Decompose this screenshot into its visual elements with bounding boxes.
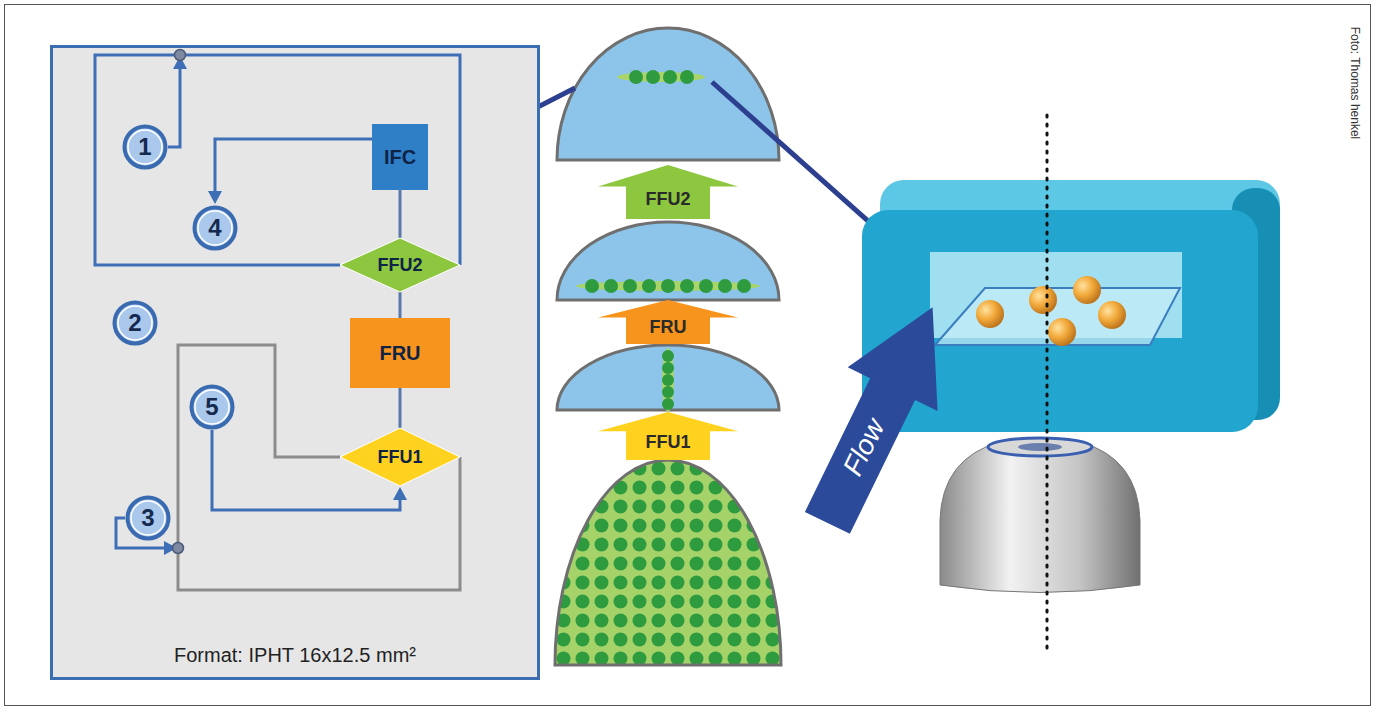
callout-number: 3	[125, 495, 171, 541]
process-box: IFC	[372, 124, 428, 190]
callout-number: 5	[189, 384, 235, 430]
shape-label: FFU1	[646, 432, 691, 453]
photo-credit: Foto: Thomas henkel	[1349, 18, 1365, 148]
photo-credit: Foto: Thomas henkel	[1348, 27, 1362, 140]
connector	[95, 50, 460, 266]
shape-label: IFC	[384, 146, 416, 169]
callout-number: 5	[205, 393, 218, 421]
callout-number: 2	[112, 300, 158, 346]
shape-outline	[782, 285, 977, 545]
microscope-objective	[940, 438, 1140, 593]
connector	[400, 190, 401, 238]
connector	[400, 388, 401, 428]
step-arrow: FRU	[598, 300, 738, 344]
callout-number: 1	[138, 133, 151, 161]
step-arrow: FFU1	[598, 412, 738, 460]
shape-label: FRU	[650, 317, 687, 338]
callout-number: 3	[141, 504, 154, 532]
connector	[400, 292, 401, 318]
step-arrow: FFU2	[598, 165, 738, 219]
flow-arrow: Flow	[782, 285, 977, 545]
shape-label: FFU2	[378, 255, 423, 276]
shape-label: FRU	[379, 342, 420, 365]
connector	[212, 430, 407, 510]
connector	[208, 139, 372, 204]
format-note: Format: IPHT 16x12.5 mm²	[174, 644, 416, 667]
particles	[976, 276, 1126, 346]
callout-number: 1	[122, 124, 168, 170]
decision-diamond: FFU1	[340, 428, 460, 486]
optical-axis	[1046, 115, 1049, 648]
process-box: FRU	[350, 318, 450, 388]
callout-number: 2	[128, 309, 141, 337]
decision-diamond: FFU2	[340, 238, 460, 292]
connector	[116, 345, 460, 590]
dome-stack	[555, 28, 781, 665]
callout-number: 4	[208, 214, 221, 242]
callout-number: 4	[192, 205, 238, 251]
shape-label: FFU2	[646, 189, 691, 210]
shape-label: FFU1	[378, 447, 423, 468]
